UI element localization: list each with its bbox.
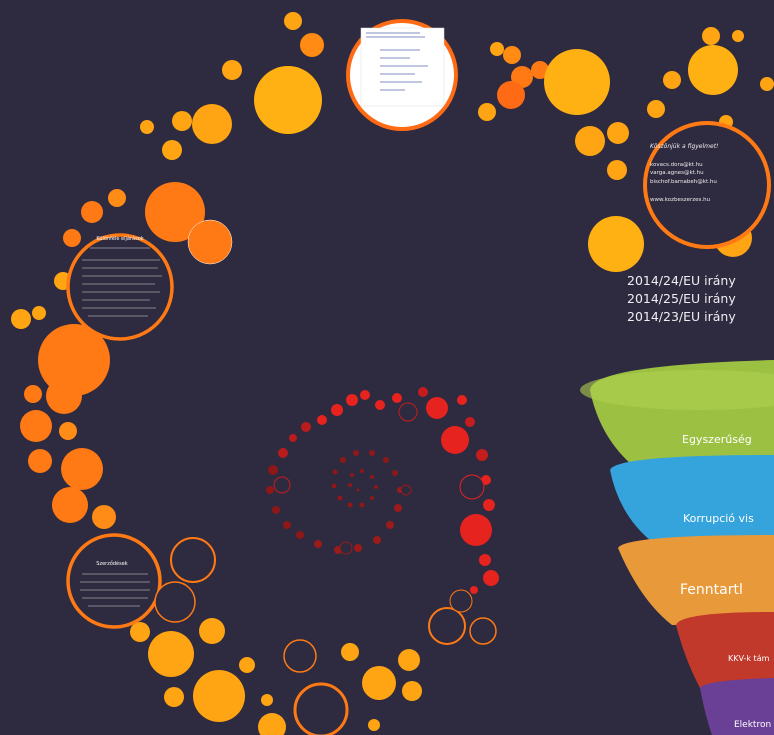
directive-item: 2014/24/EU irány [627,273,736,288]
funnel-label-electronic: Elektron [734,720,772,730]
orange-spiral [11,12,774,735]
website-line: www.kozbeszerzes.hu [650,196,711,203]
bottom-circle-title: Szerződések [96,560,128,567]
left-circle-lines [82,247,162,317]
email-line: bischof.barnabeh@kt.hu [650,178,717,185]
slide-thumbnail-lines [366,32,428,91]
email-line: kovacs.dora@kt.hu [650,162,703,168]
thanks-title: Köszönjük a figyelmet! [650,143,719,150]
funnel-graphic [580,360,774,735]
red-spiral [266,387,499,594]
left-circle-title: Különféle eljárások [96,235,143,242]
funnel-label-simplicity: Egyszerűség [682,433,752,446]
content-circles [66,19,771,735]
bottom-circle-lines [80,573,150,607]
email-line: varga.agnes@kt.hu [650,170,704,177]
thanks-card: Köszönjük a figyelmet! kovacs.dora@kt.hu… [650,142,770,204]
funnel-label-sustainability: Fenntartl [680,582,743,598]
directives-list: 2014/24/EU irány 2014/25/EU irány 2014/2… [627,272,736,326]
funnel-label-sme: KKV-k tám [728,654,770,663]
directive-item: 2014/25/EU irány [627,291,736,306]
funnel-label-corruption: Korrupció vis [683,512,754,525]
directive-item: 2014/23/EU irány [627,309,736,324]
